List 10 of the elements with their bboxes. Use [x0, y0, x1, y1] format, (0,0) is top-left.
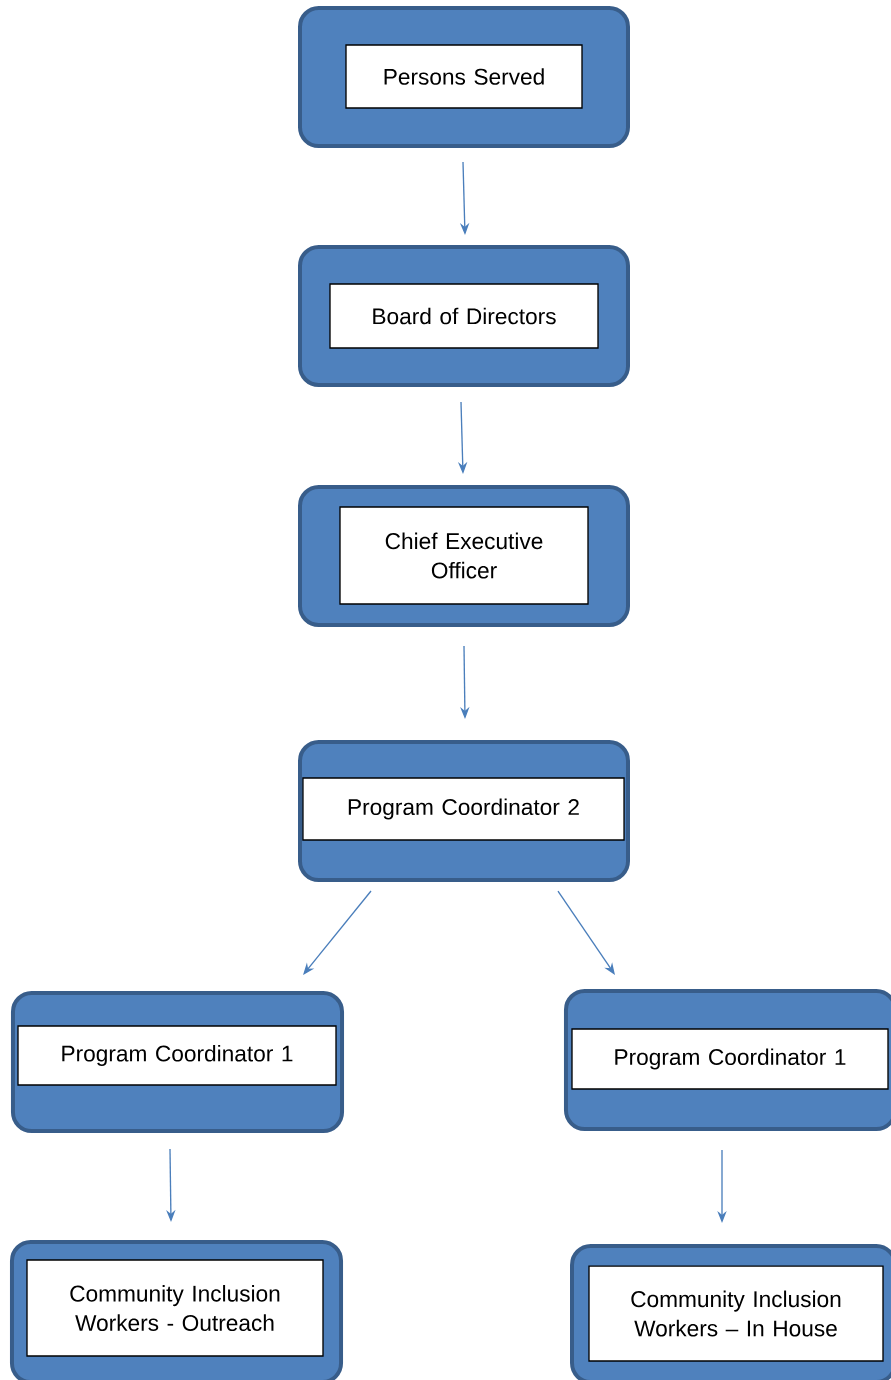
arrow [557, 890, 615, 975]
text-box: Program Coordinator 1 [17, 1025, 337, 1086]
text-box: Program Coordinator 1 [571, 1028, 889, 1090]
arrow [303, 890, 372, 975]
text-box: Community Inclusion Workers - Outreach [26, 1259, 324, 1357]
text-box: Community Inclusion Workers – In House [588, 1265, 884, 1362]
text-box: Chief Executive Officer [339, 506, 589, 605]
text-box: Board of Directors [329, 283, 599, 349]
text-box: Program Coordinator 2 [302, 777, 625, 841]
text-box: Persons Served [345, 44, 583, 109]
